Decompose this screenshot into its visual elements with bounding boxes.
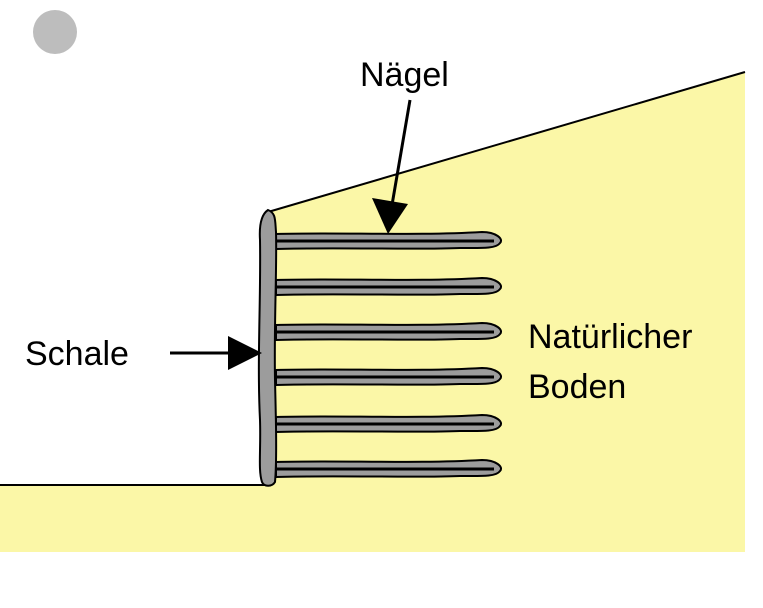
natural-soil — [0, 72, 745, 552]
naegel-arrowhead — [372, 198, 408, 234]
schale-arrowhead — [228, 336, 262, 370]
label-boden-line2: Boden — [528, 368, 626, 406]
shell-facing — [257, 208, 278, 487]
label-boden-line1: Natürlicher — [528, 318, 692, 356]
naegel-arrow-shaft — [390, 99, 412, 206]
label-schale: Schale — [25, 335, 129, 373]
slope-line — [267, 71, 746, 213]
nails-group — [275, 230, 502, 479]
circle-dot-icon — [33, 10, 77, 54]
label-naegel: Nägel — [360, 56, 449, 94]
